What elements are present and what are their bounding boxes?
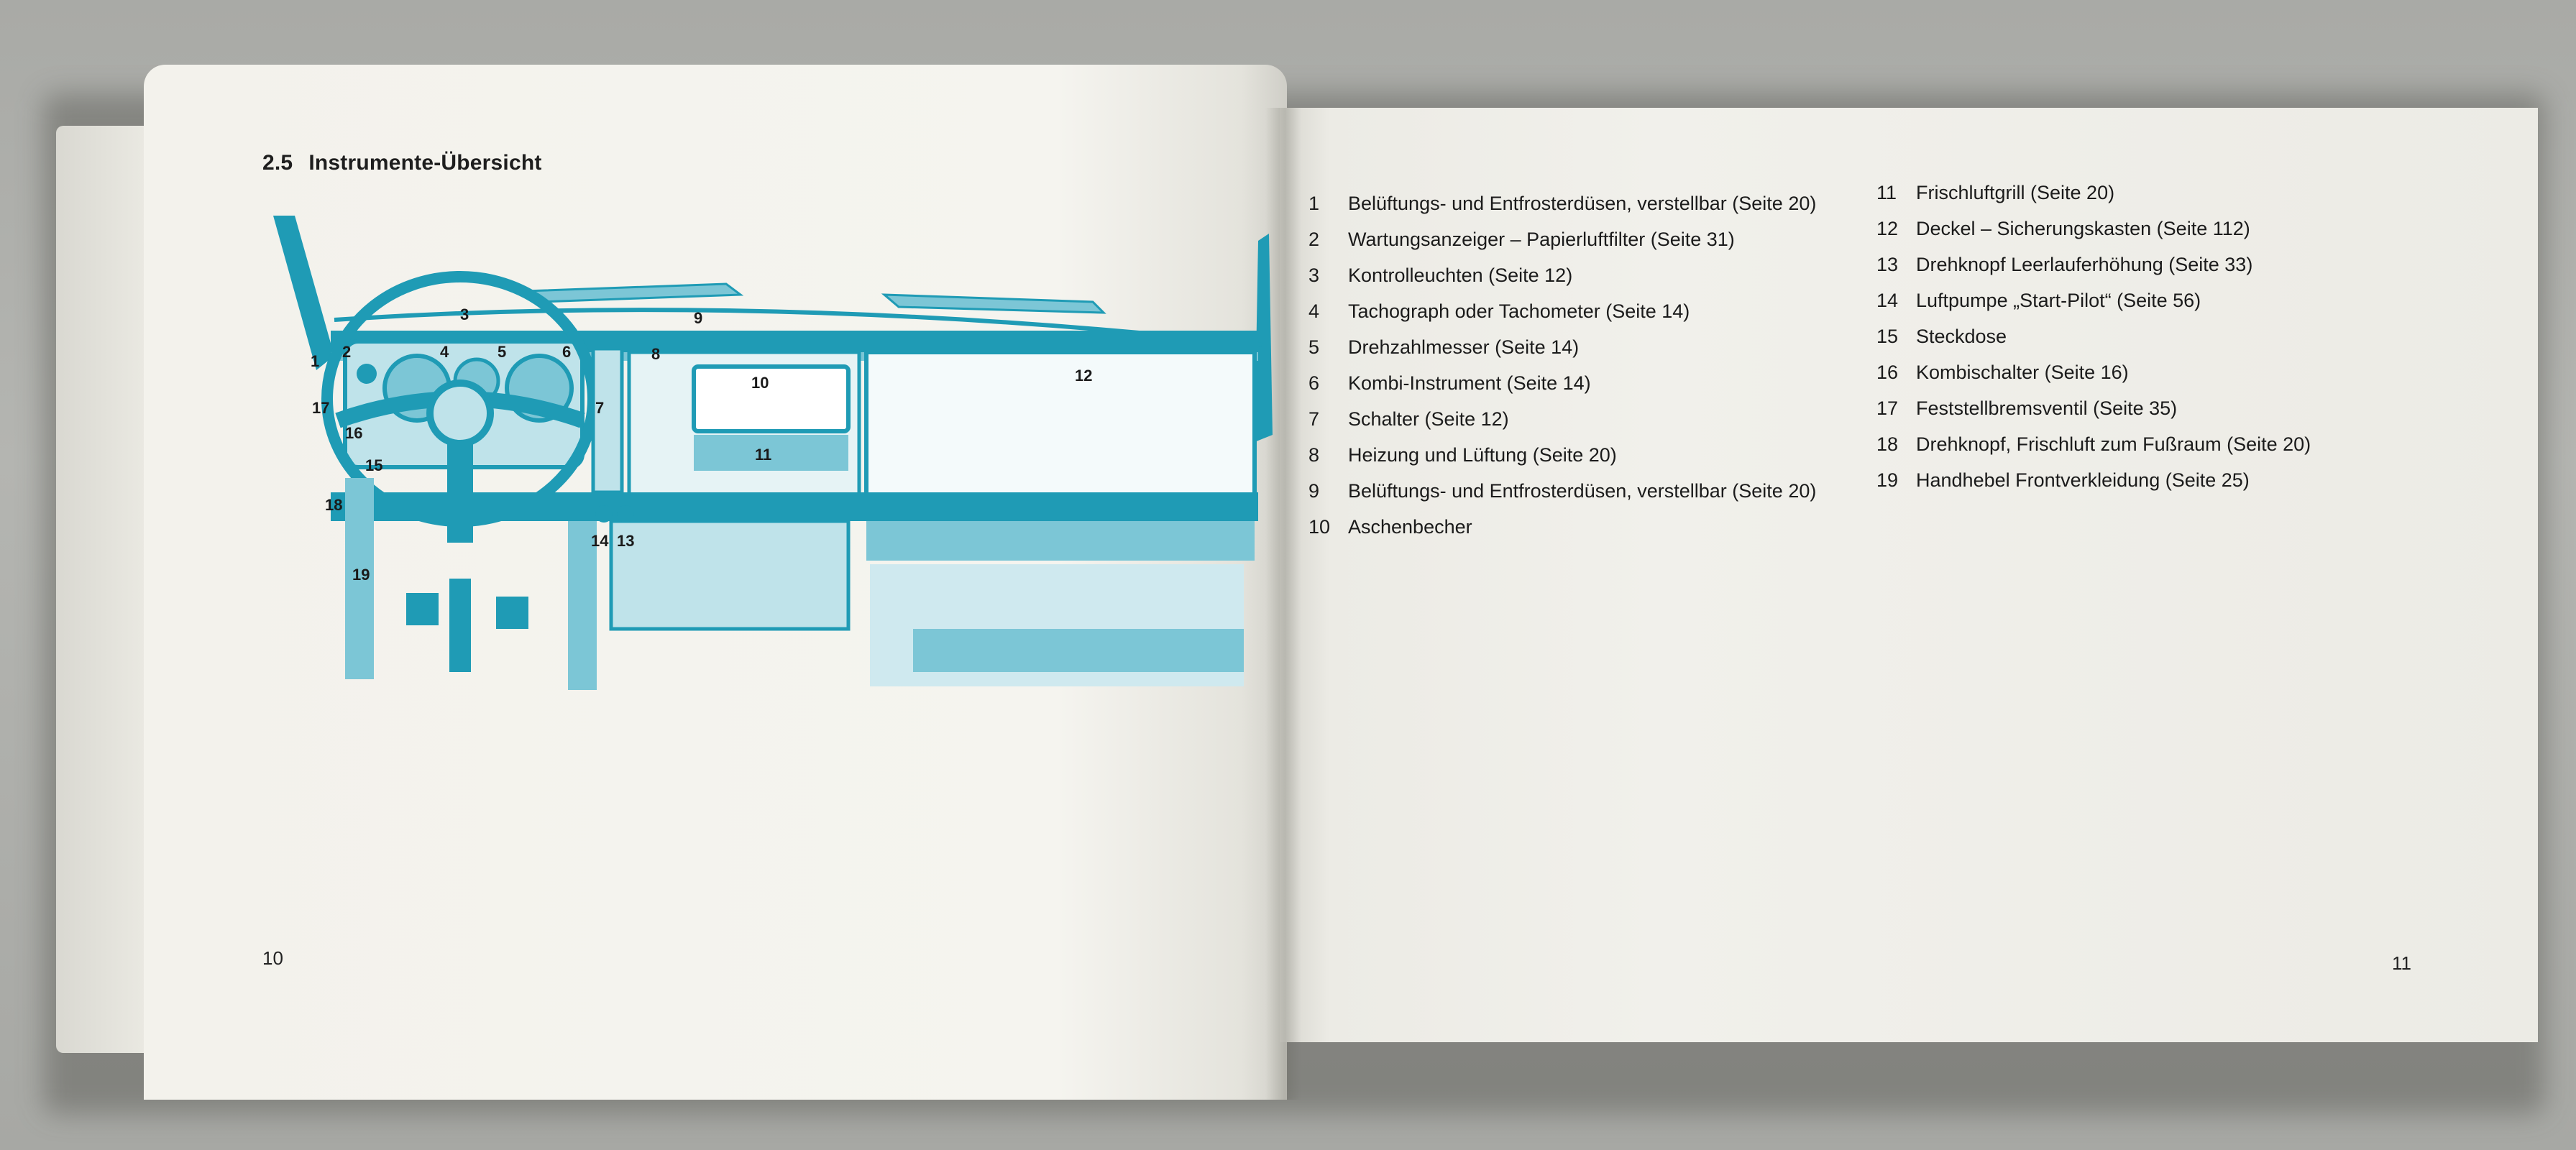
legend-number: 12	[1876, 218, 1899, 239]
legend-text: Belüftungs- und Entfrosterdüsen, verstel…	[1348, 193, 1817, 214]
legend-item: 3 Kontrolleuchten (Seite 12)	[1308, 257, 1816, 293]
legend-item: 15 Steckdose	[1876, 318, 2311, 354]
legend-number: 15	[1876, 326, 1899, 347]
legend-item: 2 Wartungsanzeiger – Papierluftfilter (Se…	[1308, 221, 1816, 257]
legend-number: 9	[1308, 480, 1320, 502]
legend-number: 8	[1308, 444, 1320, 466]
callout-15: 15	[365, 456, 382, 474]
legend-item: 12 Deckel – Sicherungskasten (Seite 112)	[1876, 211, 2311, 247]
section-heading: 2.5 Instrumente-Übersicht	[262, 151, 542, 175]
legend-number: 6	[1308, 372, 1320, 394]
legend-item: 10 Aschenbecher	[1308, 509, 1816, 545]
callout-11: 11	[755, 446, 771, 464]
legend-number: 19	[1876, 469, 1899, 491]
legend-text: Deckel – Sicherungskasten (Seite 112)	[1916, 218, 2250, 239]
legend-item: 18 Drehknopf, Frischluft zum Fußraum (Sei…	[1876, 426, 2311, 462]
callout-17: 17	[312, 399, 329, 417]
page-number-right: 11	[2392, 952, 2411, 974]
callout-19: 19	[352, 566, 370, 584]
legend-item: 14 Luftpumpe „Start-Pilot“ (Seite 56)	[1876, 282, 2311, 318]
legend-item: 1 Belüftungs- und Entfrosterdüsen, verste…	[1308, 185, 1816, 221]
legend-text: Schalter (Seite 12)	[1348, 408, 1509, 430]
callout-labels: 1 2 3 4 5 6 7 8 9 10 11 12 13 14 15 16 1…	[311, 305, 1092, 584]
legend-text: Heizung und Lüftung (Seite 20)	[1348, 444, 1617, 466]
callout-3: 3	[460, 305, 469, 323]
page-number-left: 10	[262, 947, 283, 969]
legend-text: Tachograph oder Tachometer (Seite 14)	[1348, 300, 1690, 322]
callout-10: 10	[751, 374, 769, 392]
section-title: Instrumente-Übersicht	[308, 151, 542, 175]
legend-number: 1	[1308, 193, 1320, 214]
callout-2: 2	[342, 343, 351, 361]
legend-item: 11 Frischluftgrill (Seite 20)	[1876, 175, 2311, 211]
dashboard-illustration: 1 2 3 4 5 6 7 8 9 10 11 12 13 14 15 16 1…	[273, 216, 1273, 690]
legend-number: 3	[1308, 264, 1320, 286]
legend-text: Feststellbremsventil (Seite 35)	[1916, 397, 2178, 419]
legend-number: 14	[1876, 290, 1899, 311]
callout-9: 9	[694, 309, 702, 327]
legend-number: 10	[1308, 516, 1331, 538]
legend-text: Belüftungs- und Entfrosterdüsen, verstel…	[1348, 480, 1817, 502]
legend-item: 5 Drehzahlmesser (Seite 14)	[1308, 329, 1816, 365]
legend-number: 5	[1308, 336, 1320, 358]
legend-item: 13 Drehknopf Leerlauferhöhung (Seite 33)	[1876, 247, 2311, 282]
legend-text: Drehknopf Leerlauferhöhung (Seite 33)	[1916, 254, 2253, 275]
callout-8: 8	[651, 345, 660, 363]
legend-item: 9 Belüftungs- und Entfrosterdüsen, verste…	[1308, 473, 1816, 509]
book-gutter	[1265, 108, 1301, 1100]
page-stack-edge	[56, 126, 157, 1053]
legend-text: Kombi-Instrument (Seite 14)	[1348, 372, 1591, 394]
legend-number: 2	[1308, 229, 1320, 250]
legend-item: 4 Tachograph oder Tachometer (Seite 14)	[1308, 293, 1816, 329]
right-page	[1280, 108, 2538, 1042]
legend-text: Steckdose	[1916, 326, 2007, 347]
legend-text: Drehzahlmesser (Seite 14)	[1348, 336, 1580, 358]
legend-number: 11	[1876, 182, 1897, 203]
legend-text: Frischluftgrill (Seite 20)	[1916, 182, 2115, 203]
legend-number: 4	[1308, 300, 1320, 322]
callout-1: 1	[311, 352, 319, 370]
legend-text: Luftpumpe „Start-Pilot“ (Seite 56)	[1916, 290, 2201, 311]
callout-5: 5	[498, 343, 506, 361]
callout-7: 7	[595, 399, 604, 417]
legend-number: 18	[1876, 433, 1899, 455]
callout-6: 6	[562, 343, 571, 361]
legend-text: Kombischalter (Seite 16)	[1916, 362, 2129, 383]
legend-item: 8 Heizung und Lüftung (Seite 20)	[1308, 437, 1816, 473]
legend-list-right: 11 Frischluftgrill (Seite 20) 12 Deckel – …	[1876, 175, 2311, 498]
callout-4: 4	[440, 343, 449, 361]
callout-12: 12	[1075, 367, 1092, 385]
callout-18: 18	[325, 496, 342, 514]
legend-text: Drehknopf, Frischluft zum Fußraum (Seite…	[1916, 433, 2311, 455]
legend-item: 17 Feststellbremsventil (Seite 35)	[1876, 390, 2311, 426]
section-number: 2.5	[262, 151, 293, 175]
legend-text: Kontrolleuchten (Seite 12)	[1348, 264, 1573, 286]
legend-number: 13	[1876, 254, 1899, 275]
legend-item: 16 Kombischalter (Seite 16)	[1876, 354, 2311, 390]
legend-text: Aschenbecher	[1348, 516, 1472, 538]
callout-16: 16	[345, 424, 362, 442]
callout-14: 14	[591, 532, 609, 550]
legend-text: Wartungsanzeiger – Papierluftfilter (Sei…	[1348, 229, 1735, 250]
legend-item: 6 Kombi-Instrument (Seite 14)	[1308, 365, 1816, 401]
legend-number: 17	[1876, 397, 1899, 419]
legend-text: Handhebel Frontverkleidung (Seite 25)	[1916, 469, 2250, 491]
callout-13: 13	[617, 532, 634, 550]
legend-number: 16	[1876, 362, 1899, 383]
legend-item: 7 Schalter (Seite 12)	[1308, 401, 1816, 437]
legend-item: 19 Handhebel Frontverkleidung (Seite 25)	[1876, 462, 2311, 498]
dashboard-drawing	[273, 216, 1273, 690]
legend-number: 7	[1308, 408, 1320, 430]
